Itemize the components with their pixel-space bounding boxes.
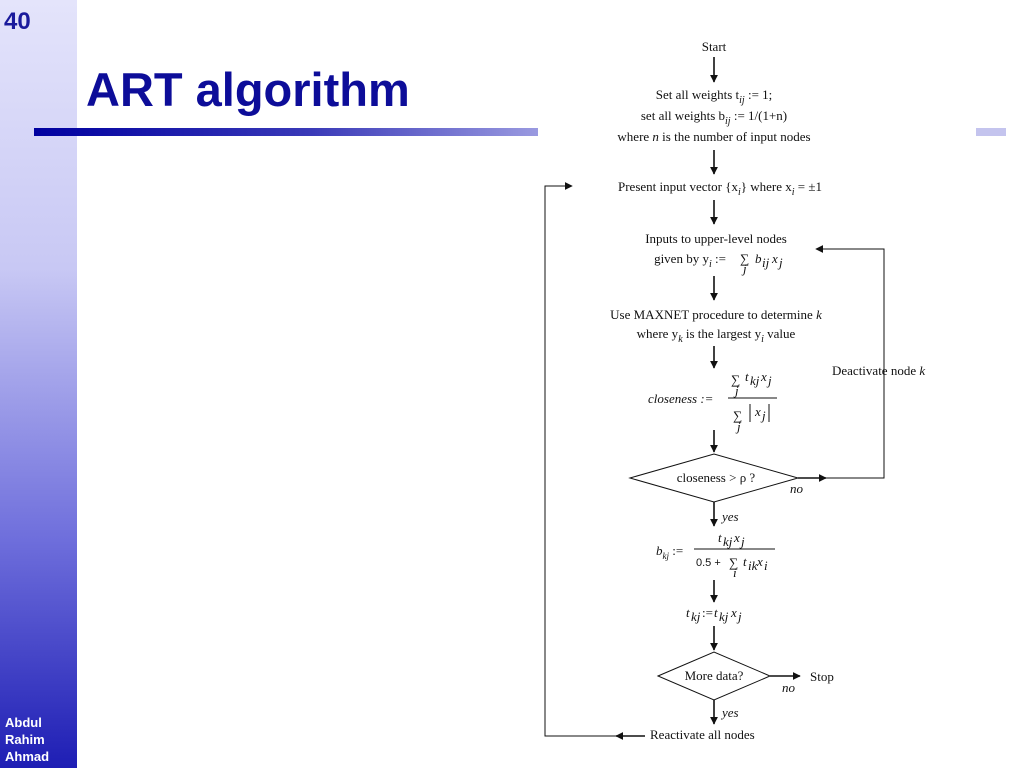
svg-text:∑: ∑ xyxy=(740,251,749,266)
svg-text:j: j xyxy=(766,373,772,388)
decision-more-data-no: no xyxy=(782,680,796,695)
svg-text:x: x xyxy=(771,251,778,266)
deactivate-node-label: Deactivate node k xyxy=(832,363,925,378)
svg-text:kj: kj xyxy=(691,609,701,624)
svg-text:i: i xyxy=(733,565,737,580)
svg-text:j: j xyxy=(760,408,766,423)
sum-bij-xj: ∑ j b ij x j xyxy=(740,251,783,276)
inputs-line-2: given by yi := xyxy=(654,251,726,270)
svg-text:t: t xyxy=(686,605,690,620)
stop-label: Stop xyxy=(810,669,834,684)
author-middle: Rahim xyxy=(5,732,45,747)
svg-text:x: x xyxy=(754,404,761,419)
inputs-line-1: Inputs to upper-level nodes xyxy=(645,231,787,246)
svg-text:t: t xyxy=(745,369,749,384)
svg-text:kj: kj xyxy=(723,534,733,549)
decision-more-data-label: More data? xyxy=(685,668,744,683)
loop-deactivate-line xyxy=(815,245,885,479)
closeness-label: closeness := xyxy=(648,391,713,406)
title-underline xyxy=(34,128,538,136)
svg-text:kj: kj xyxy=(719,609,729,624)
closeness-fraction: ∑ j t kj x j ∑ j x j xyxy=(728,369,777,434)
tkj-update: t kj := t kj x j xyxy=(686,605,742,624)
svg-text:j: j xyxy=(736,609,742,624)
init-line-2: set all weights bij := 1/(1+n) xyxy=(641,108,787,127)
init-line-1: Set all weights tij := 1; xyxy=(656,87,773,106)
decision-closeness-label: closeness > ρ ? xyxy=(677,470,756,485)
svg-text:x: x xyxy=(730,605,737,620)
svg-text:j: j xyxy=(735,419,741,434)
svg-text:kj: kj xyxy=(750,373,760,388)
svg-text:∑: ∑ xyxy=(731,372,740,387)
svg-text:t: t xyxy=(714,605,718,620)
bkj-fraction: t kj x j 0.5 + ∑ i t ik x i xyxy=(694,530,775,580)
svg-text:ik: ik xyxy=(748,558,758,573)
svg-text:j: j xyxy=(741,261,747,276)
maxnet-line-1: Use MAXNET procedure to determine k xyxy=(610,307,822,322)
svg-text:∑: ∑ xyxy=(729,555,738,570)
decision-closeness-yes: yes xyxy=(720,509,739,524)
decision-closeness-no: no xyxy=(790,481,804,496)
reactivate-label: Reactivate all nodes xyxy=(650,727,755,742)
title-underline-accent xyxy=(976,128,1006,136)
svg-text:j: j xyxy=(739,534,745,549)
author-last: Ahmad xyxy=(5,749,50,764)
slide-number: 40 xyxy=(4,8,31,35)
svg-text:j: j xyxy=(733,383,739,398)
svg-text:i: i xyxy=(764,558,768,573)
denominator-const: 0.5 + xyxy=(696,557,721,569)
present-input-label: Present input vector {xi} where xi = ±1 xyxy=(618,179,822,198)
page-title: ART algorithm xyxy=(86,63,410,116)
svg-text:∑: ∑ xyxy=(733,408,742,423)
maxnet-line-2: where yk is the largest yi value xyxy=(637,326,796,345)
author-name: Abdul Rahim Ahmad xyxy=(5,714,75,765)
bkj-label: bkj := xyxy=(656,543,683,561)
svg-text::=: := xyxy=(702,605,713,620)
svg-text:j: j xyxy=(777,255,783,270)
start-label: Start xyxy=(702,39,727,54)
decision-more-data-yes: yes xyxy=(720,705,739,720)
loop-back-line xyxy=(544,182,616,737)
svg-text:x: x xyxy=(760,369,767,384)
init-line-3: where n is the number of input nodes xyxy=(617,129,810,144)
svg-text:ij: ij xyxy=(762,255,770,270)
svg-text:b: b xyxy=(755,251,762,266)
author-first: Abdul xyxy=(5,715,42,730)
svg-text:t: t xyxy=(718,530,722,545)
svg-text:t: t xyxy=(743,554,747,569)
svg-text:x: x xyxy=(756,554,763,569)
svg-text:x: x xyxy=(733,530,740,545)
